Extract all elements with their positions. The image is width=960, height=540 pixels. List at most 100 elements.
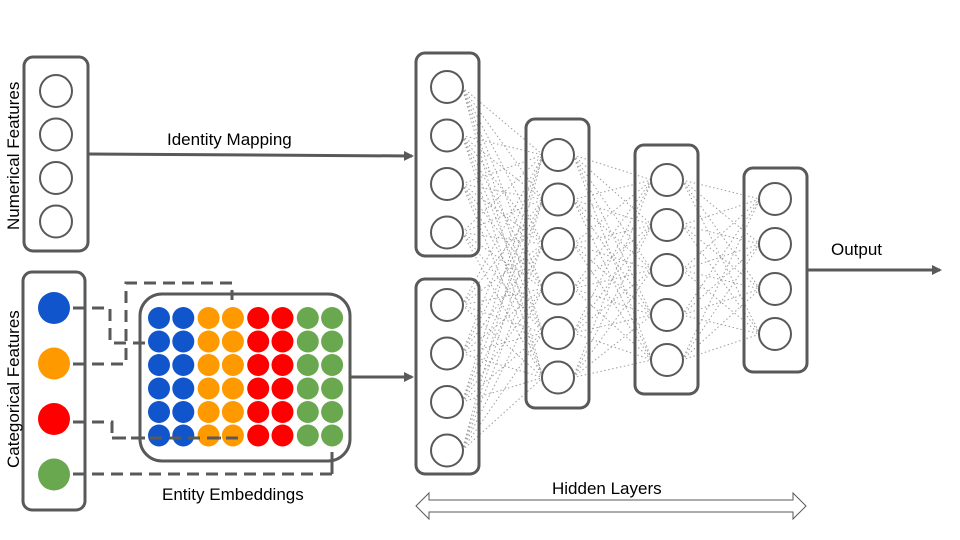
neuron-node	[650, 298, 684, 332]
dense-connections	[461, 86, 761, 451]
connection-line	[461, 154, 544, 233]
neuron-node	[541, 360, 575, 395]
connection-line	[461, 183, 544, 334]
connection-line	[572, 359, 653, 378]
connection-line	[461, 154, 544, 403]
connection-line	[572, 154, 653, 271]
connection-line	[461, 377, 544, 403]
input-block-numerical	[414, 51, 481, 258]
connection-line	[461, 183, 544, 200]
connection-line	[461, 135, 544, 200]
embedding-cell-red	[247, 330, 270, 353]
identity-mapping-arrow	[87, 150, 414, 161]
output-label: Output	[831, 240, 882, 259]
connection-line	[572, 179, 653, 334]
connection-line	[461, 135, 544, 289]
neuron-node	[541, 316, 575, 350]
numerical-feature-node	[39, 204, 73, 239]
neuron-node	[541, 227, 575, 261]
embedding-cell-orange	[221, 307, 244, 329]
network-layers	[414, 51, 809, 476]
connection-line	[681, 179, 761, 245]
connection-line	[461, 232, 544, 245]
connection-line	[572, 154, 653, 181]
neuron-node	[430, 385, 464, 419]
neuron-node	[650, 163, 684, 197]
connection-line	[572, 269, 653, 334]
connection-line	[572, 243, 653, 361]
neuron-node	[430, 433, 464, 468]
embedding-cell-green	[321, 354, 344, 376]
embedding-cell-green	[296, 307, 319, 329]
embedding-cell-orange	[197, 424, 220, 447]
numerical-feature-node	[39, 74, 73, 108]
connection-line	[461, 304, 544, 334]
connection-line	[681, 198, 761, 316]
connection-line	[461, 154, 544, 451]
connection-line	[572, 314, 653, 378]
hidden-layers-span-arrow	[415, 491, 807, 521]
connection-line	[681, 269, 761, 335]
neuron-node	[650, 343, 684, 377]
embedding-cell-blue	[148, 377, 170, 400]
embedding-cell-green	[321, 424, 344, 447]
categorical-feature-node-red	[38, 403, 70, 435]
neuron-node	[758, 182, 792, 216]
embedding-cell-red	[247, 307, 270, 329]
embedding-cell-red	[271, 424, 294, 447]
embedding-matrix	[148, 307, 344, 447]
hidden-layers-label: Hidden Layers	[552, 479, 662, 498]
connection-line	[461, 86, 544, 245]
connection-line	[572, 154, 653, 361]
neuron-node	[650, 208, 684, 242]
connection-line	[461, 243, 544, 451]
connection-line	[461, 86, 544, 156]
connection-line	[461, 377, 544, 451]
connection-line	[681, 198, 761, 226]
embedding-cell-orange	[221, 354, 244, 376]
input-block-numerical-box	[414, 51, 481, 258]
embedding-cell-green	[321, 377, 344, 400]
connection-line	[461, 135, 544, 156]
neuron-node	[430, 70, 464, 104]
embedding-cell-blue	[172, 377, 195, 400]
connection-line	[461, 183, 544, 378]
embedding-cell-green	[321, 401, 344, 423]
connection-line	[572, 179, 653, 378]
embedding-cell-orange	[197, 354, 220, 376]
connection-line	[461, 288, 544, 403]
connection-line	[461, 154, 544, 185]
numerical-feature-node	[39, 117, 73, 152]
neuron-node	[650, 253, 684, 287]
numerical-features-label: Numerical Features	[4, 82, 23, 230]
embedding-cell-red	[271, 401, 294, 423]
categorical-feature-node-orange	[38, 347, 70, 380]
hidden-layer-1	[524, 117, 591, 410]
embedding-cell-blue	[172, 401, 195, 423]
neuron-node	[541, 271, 575, 306]
embedding-cell-orange	[197, 377, 220, 400]
embedding-cell-blue	[172, 424, 195, 447]
embedding-cell-orange	[197, 307, 220, 329]
embedding-cell-orange	[221, 401, 244, 423]
connection-line	[461, 243, 544, 306]
connection-line	[572, 224, 653, 289]
categorical-features-block: Categorical Features	[4, 270, 87, 512]
embedding-cell-red	[247, 424, 270, 447]
identity-mapping-label: Identity Mapping	[167, 130, 292, 149]
input-block-categorical	[414, 277, 481, 476]
embedding-cell-blue	[148, 354, 170, 376]
connection-line	[572, 179, 653, 200]
connection-line	[572, 179, 653, 245]
connection-line	[572, 224, 653, 245]
embedding-cell-green	[296, 377, 319, 400]
embedding-cell-green	[321, 330, 344, 353]
numerical-feature-nodes	[39, 74, 73, 239]
embedding-cell-red	[247, 401, 270, 423]
embedding-cell-orange	[221, 330, 244, 353]
connection-line	[461, 199, 544, 354]
neuron-node	[541, 138, 575, 172]
connection-line	[681, 179, 761, 335]
embedding-cell-blue	[172, 307, 195, 329]
connection-line	[461, 332, 544, 403]
